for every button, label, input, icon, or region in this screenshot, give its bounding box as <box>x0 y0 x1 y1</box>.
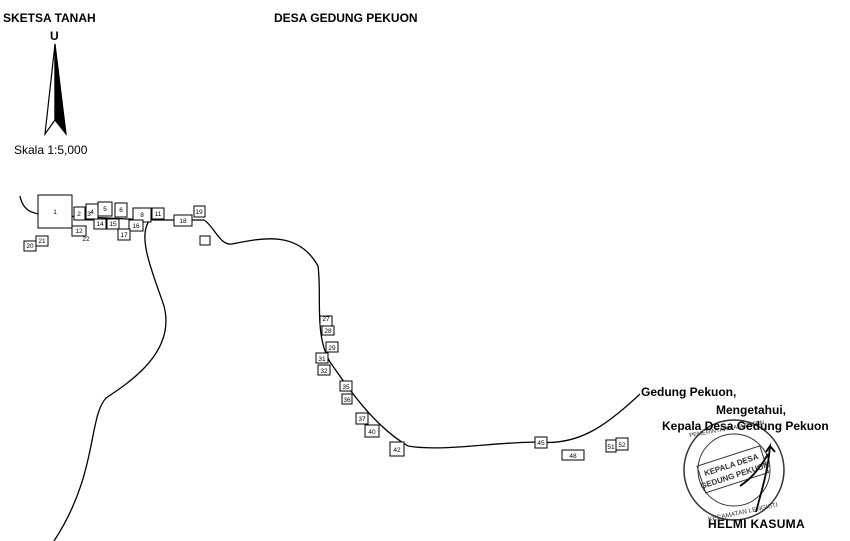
parcel-label-27: 27 <box>322 316 330 323</box>
parcel-42 <box>389 441 405 457</box>
parcel-label-14: 14 <box>96 221 104 228</box>
parcel-label-32: 32 <box>320 368 328 375</box>
parcel-label-12: 12 <box>75 228 83 235</box>
parcel-label-15: 15 <box>109 221 117 228</box>
parcel-labels-west: 1 2 3 4 5 6 8 11 12 14 15 16 17 18 19 20… <box>26 206 203 250</box>
official-stamp: KEPALA DESA GEDUNG PEKUON PEMERINTAH KAB… <box>683 419 785 523</box>
parcel-label-17: 17 <box>120 232 128 239</box>
parcel-18 <box>173 214 193 227</box>
parcel-1 <box>37 194 73 229</box>
parcel-15 <box>106 218 120 230</box>
signature-place: Gedung Pekuon, <box>641 385 737 399</box>
parcel-label-18: 18 <box>179 218 187 225</box>
parcel-6 <box>114 202 128 218</box>
parcel-12 <box>71 225 87 237</box>
parcel-31 <box>315 352 329 364</box>
parcel-cluster-middle <box>315 315 405 457</box>
branch-road-line <box>53 219 167 541</box>
parcel-labels-east: 45 48 51 52 <box>537 440 626 460</box>
parcel-label-6: 6 <box>119 207 123 214</box>
parcel-label-45: 45 <box>537 440 545 447</box>
parcel-label-37: 37 <box>358 416 366 423</box>
parcel-17 <box>117 228 131 241</box>
sketch-label: SKETSA TANAH <box>3 11 96 25</box>
parcel-label-19: 19 <box>195 209 203 216</box>
parcel-32 <box>317 364 331 376</box>
parcel-label-1: 1 <box>53 209 57 216</box>
map-title: DESA GEDUNG PEKUON <box>274 11 418 25</box>
north-letter: U <box>50 29 59 43</box>
parcel-5 <box>97 201 113 217</box>
parcel-28 <box>321 325 335 336</box>
parcel-label-40: 40 <box>368 429 376 436</box>
parcel-37 <box>355 412 369 425</box>
parcel-label-21: 21 <box>38 238 46 245</box>
parcel-52 <box>615 437 629 451</box>
parcel-label-2: 2 <box>77 211 81 218</box>
signature-acknowledged: Mengetahui, <box>716 403 787 417</box>
parcel-45 <box>534 436 548 449</box>
parcel-36 <box>341 393 353 405</box>
parcel-29 <box>325 341 339 353</box>
parcel-label-28: 28 <box>324 328 332 335</box>
parcel-label-11: 11 <box>155 211 162 218</box>
signature-stroke <box>739 442 776 513</box>
parcel-label-22: 22 <box>82 236 90 243</box>
parcel-label-36: 36 <box>343 397 351 404</box>
parcel-label-20: 20 <box>26 243 34 250</box>
parcel-21 <box>35 235 49 247</box>
parcel-48 <box>561 449 585 461</box>
north-arrow-icon <box>44 43 67 137</box>
parcel-label-3: 3 <box>87 211 91 218</box>
parcel-cluster-west <box>23 194 211 252</box>
parcel-label-52: 52 <box>618 442 626 449</box>
parcel-labels-middle: 27 28 29 31 32 35 36 37 40 42 <box>318 316 401 454</box>
stamp-outer-ring <box>683 419 785 521</box>
parcel-label-16: 16 <box>132 223 140 230</box>
parcel-label-42: 42 <box>393 447 401 454</box>
parcel-label-35: 35 <box>342 384 350 391</box>
signature-position: Kepala Desa Gedung Pekuon <box>662 419 829 433</box>
parcel-11 <box>151 207 165 220</box>
parcel-label-8: 8 <box>140 212 144 219</box>
parcel-label-31: 31 <box>318 356 326 363</box>
parcel-label-48: 48 <box>569 453 577 460</box>
parcel-19 <box>193 205 206 218</box>
scale-label: Skala 1:5,000 <box>14 143 88 157</box>
parcel-cluster-east <box>534 436 629 461</box>
parcel-14 <box>93 218 107 230</box>
parcel-22 <box>199 235 211 246</box>
parcel-16 <box>128 219 144 232</box>
signature-name: HELMI KASUMA <box>708 517 805 531</box>
parcel-label-5: 5 <box>103 206 107 213</box>
parcel-label-4: 4 <box>90 209 94 216</box>
parcel-40 <box>364 424 380 438</box>
parcel-label-51: 51 <box>607 444 615 451</box>
parcel-label-29: 29 <box>328 345 336 352</box>
parcel-35 <box>339 380 353 392</box>
